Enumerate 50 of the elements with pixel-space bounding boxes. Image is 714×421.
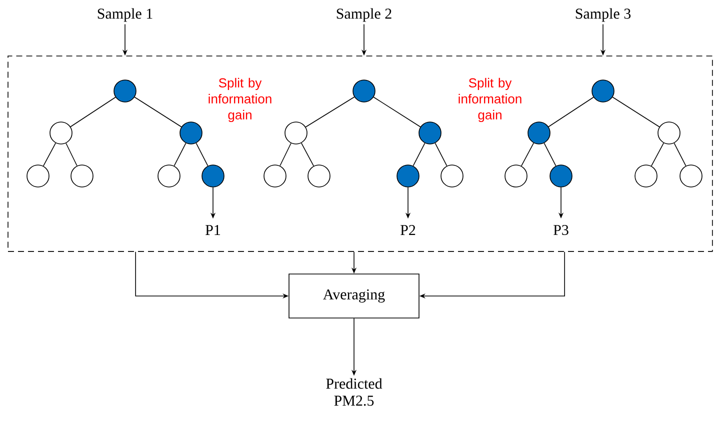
tree-branch — [300, 142, 314, 166]
dashed-frame — [8, 56, 713, 252]
tree-node-circle — [158, 164, 180, 188]
tree-node-circle — [284, 122, 308, 144]
tree-node-circle — [26, 164, 50, 188]
tree-node-circle — [504, 164, 528, 188]
tree-branch — [674, 142, 686, 166]
tree-branch — [196, 142, 208, 166]
tree-branch — [520, 142, 534, 166]
tree-node-circle — [70, 164, 94, 188]
tree-node-circle — [634, 164, 658, 188]
tree-branch — [70, 96, 116, 128]
tree-node-circle — [680, 164, 702, 188]
tree-branch — [650, 142, 664, 166]
tree-branch — [373, 96, 421, 128]
tree-node-circle — [308, 164, 330, 188]
tree-branch — [280, 142, 292, 166]
tree-branch — [134, 96, 182, 128]
tree-branch — [434, 142, 448, 166]
tree-node-circle — [180, 122, 202, 144]
tree-node-circle — [440, 164, 464, 188]
tree-node-circle — [352, 80, 376, 102]
tree-node-circle — [114, 80, 136, 102]
tree-node-circle — [396, 164, 420, 188]
tree-branch — [612, 96, 660, 128]
tree-node-circle — [418, 122, 442, 144]
tree-node-circle — [50, 122, 72, 144]
tree-branch — [305, 96, 355, 128]
process-box: Averaging — [288, 274, 420, 318]
output-label: Predicted PM2.5 — [326, 378, 382, 406]
tree-branch — [548, 96, 594, 128]
sample-label: Sample 1 — [98, 8, 152, 22]
tree-node-circle — [550, 164, 572, 188]
prediction-label: P2 — [400, 225, 416, 235]
annotation-text: Split by information gain — [208, 78, 272, 122]
tree-branch — [544, 142, 556, 166]
tree-node-circle — [658, 122, 680, 144]
tree-node-circle — [528, 122, 550, 144]
tree-branch — [174, 142, 186, 166]
tree-node-circle — [202, 164, 224, 188]
prediction-label: P1 — [206, 225, 220, 235]
prediction-label: P3 — [554, 224, 568, 236]
tree-node-circle — [264, 164, 286, 188]
tree-branch — [42, 142, 56, 166]
annotation-text: Split by information gain — [458, 78, 522, 122]
tree-branch — [66, 142, 78, 166]
tree-node-circle — [592, 80, 614, 102]
sample-label: Sample 2 — [336, 8, 392, 22]
sample-label: Sample 3 — [576, 8, 631, 22]
tree-branch — [412, 142, 426, 166]
